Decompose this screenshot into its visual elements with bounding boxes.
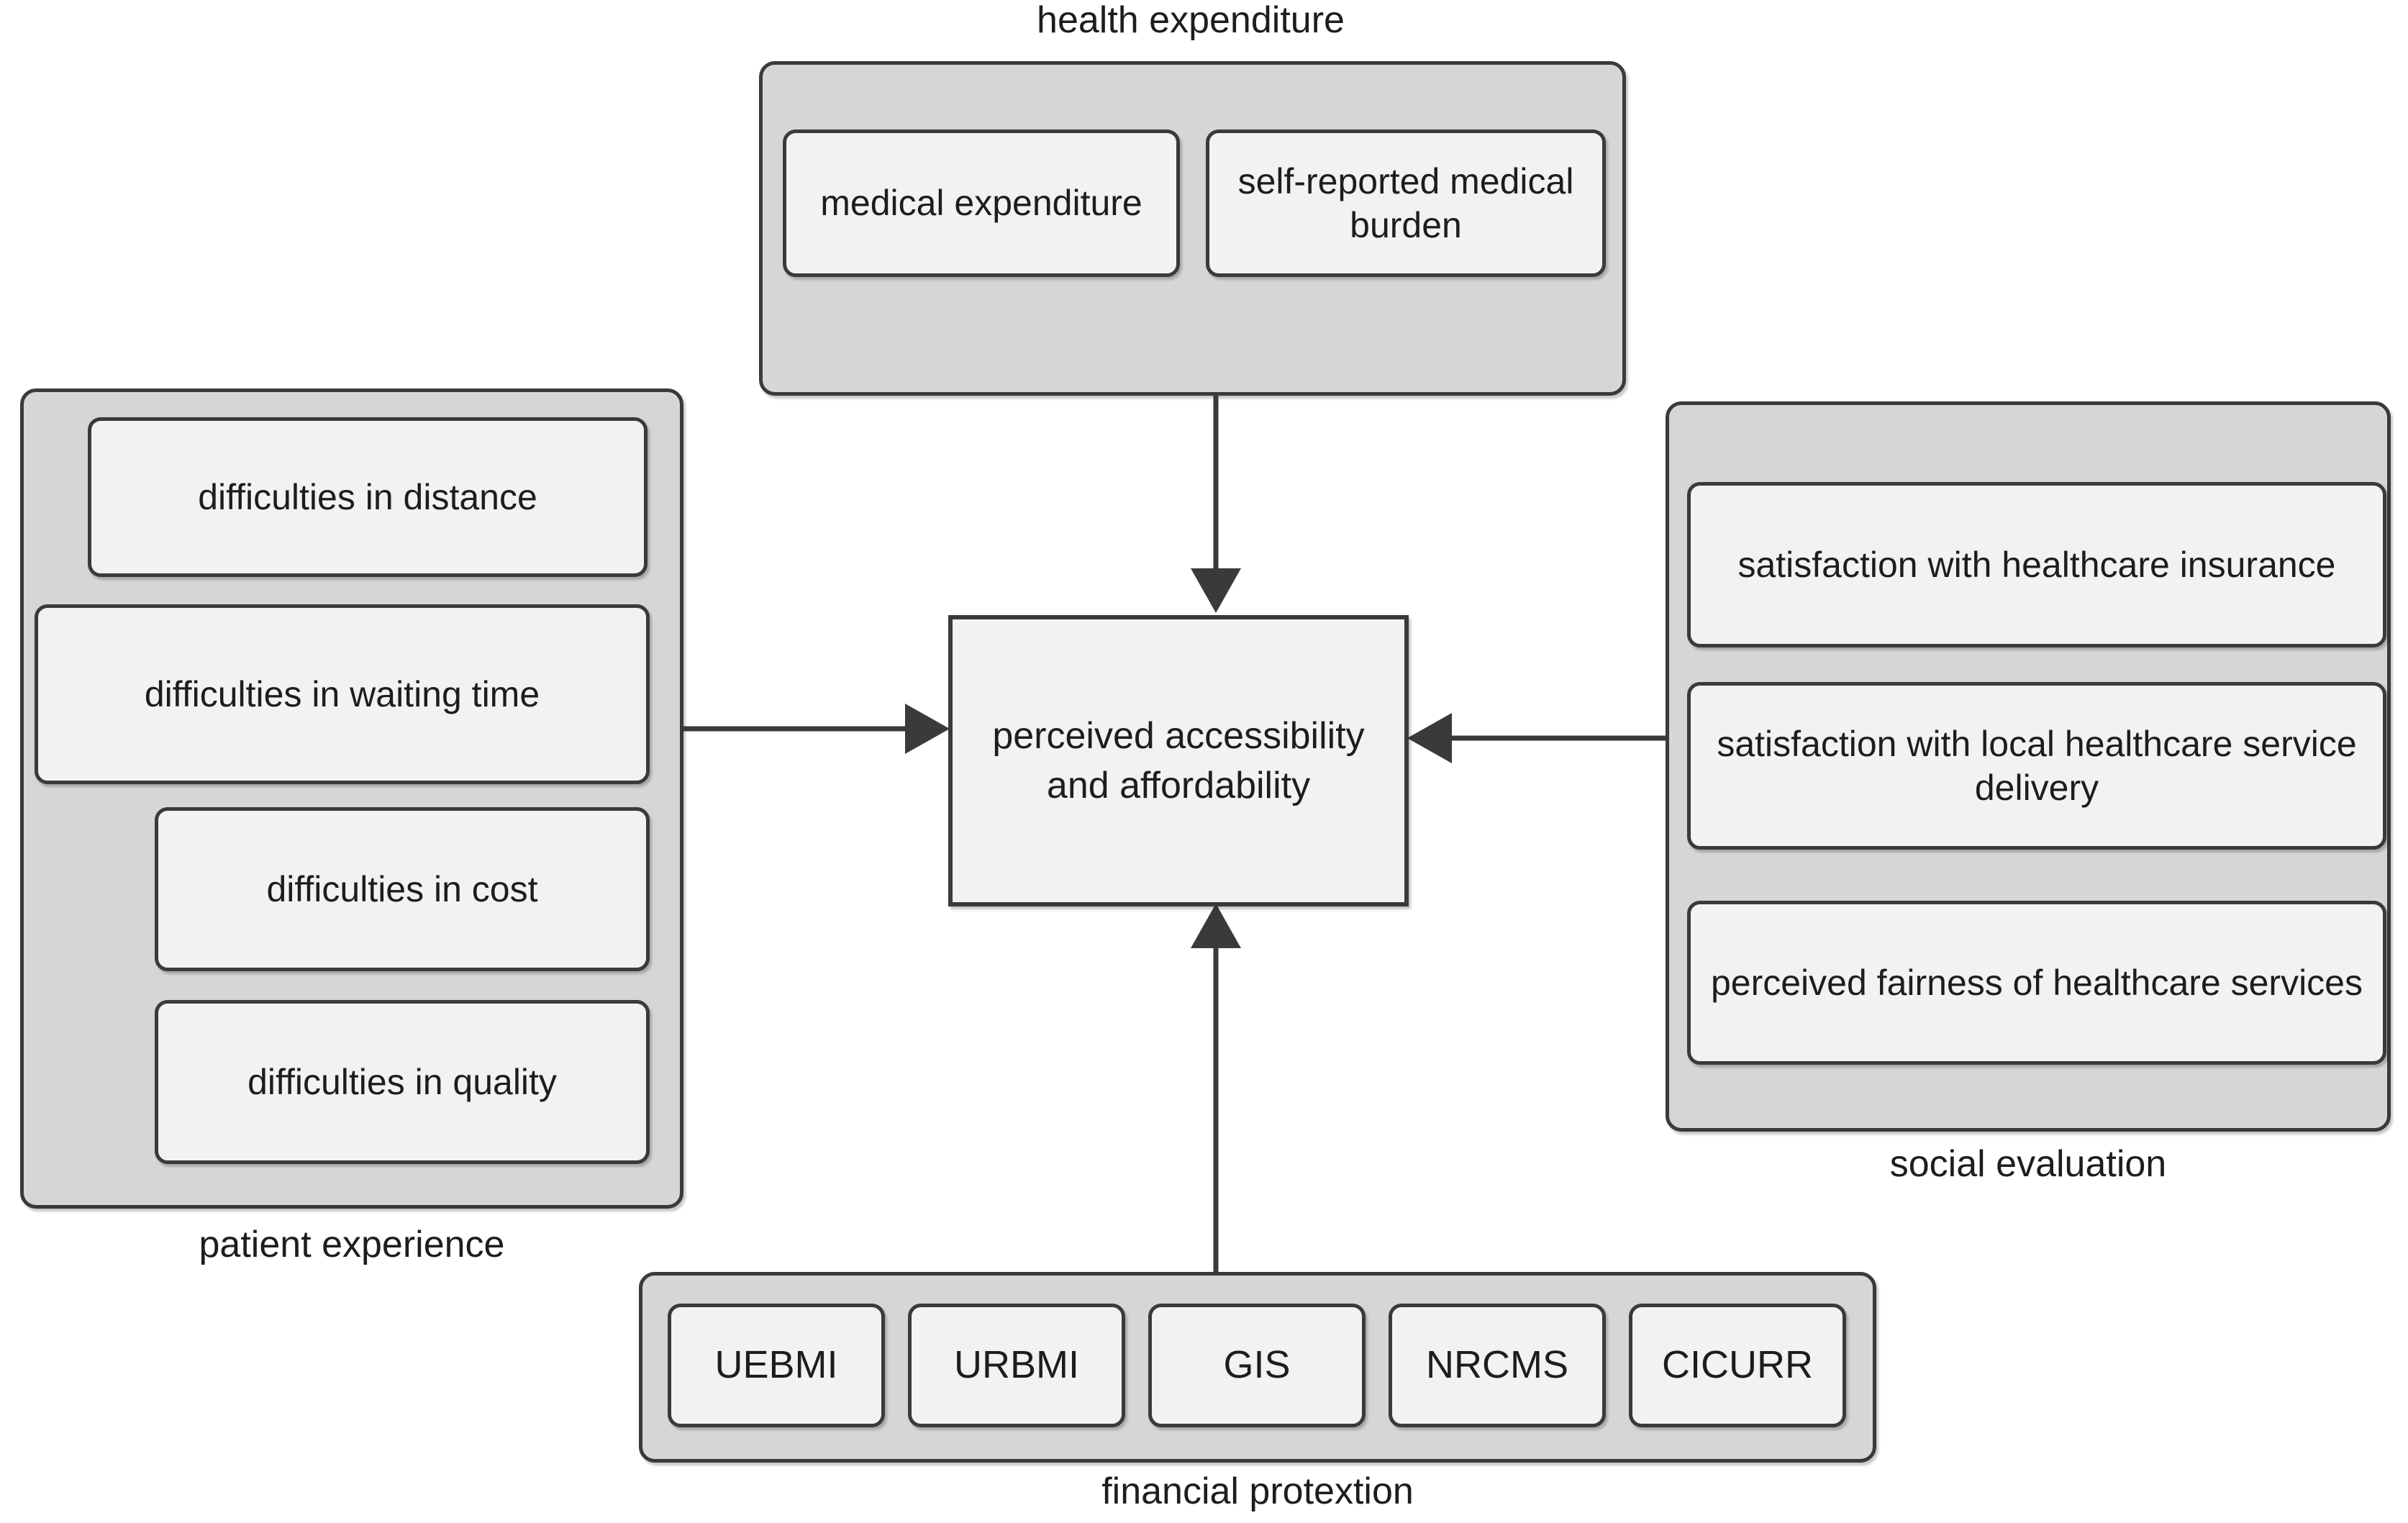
arrow-social-evaluation-to-center bbox=[1407, 713, 1668, 763]
item-medical-expenditure[interactable]: medical expenditure bbox=[783, 129, 1180, 277]
item-perceived-fairness-of-healthcare-services[interactable]: perceived fairness of healthcare service… bbox=[1687, 901, 2386, 1065]
item-urbmi[interactable]: URBMI bbox=[908, 1304, 1125, 1427]
node-perceived-accessibility-affordability[interactable]: perceived accessibility and affordabilit… bbox=[948, 615, 1409, 906]
item-cicurr[interactable]: CICURR bbox=[1629, 1304, 1846, 1427]
arrow-health-expenditure-to-center bbox=[1191, 394, 1241, 613]
caption-health-expenditure: health expenditure bbox=[1037, 0, 1345, 41]
arrow-financial-protection-to-center bbox=[1191, 904, 1241, 1275]
item-difficulties-in-quality[interactable]: difficulties in quality bbox=[155, 1000, 650, 1164]
item-satisfaction-with-healthcare-insurance[interactable]: satisfaction with healthcare insurance bbox=[1687, 482, 2386, 647]
item-difficulties-in-cost[interactable]: difficulties in cost bbox=[155, 807, 650, 971]
caption-social-evaluation: social evaluation bbox=[1889, 1143, 2167, 1185]
item-satisfaction-with-local-healthcare-service-delivery[interactable]: satisfaction with local healthcare servi… bbox=[1687, 682, 2386, 850]
item-gis[interactable]: GIS bbox=[1148, 1304, 1366, 1427]
item-uebmi[interactable]: UEBMI bbox=[668, 1304, 885, 1427]
arrow-patient-experience-to-center bbox=[682, 704, 950, 754]
item-difficulties-in-waiting-time[interactable]: difficulties in waiting time bbox=[35, 604, 650, 784]
caption-patient-experience: patient experience bbox=[199, 1224, 505, 1265]
item-nrcms[interactable]: NRCMS bbox=[1389, 1304, 1606, 1427]
caption-financial-protection: financial protextion bbox=[1101, 1470, 1414, 1512]
item-difficulties-in-distance[interactable]: difficulties in distance bbox=[88, 417, 648, 577]
item-self-reported-medical-burden[interactable]: self-reported medical burden bbox=[1206, 129, 1606, 277]
